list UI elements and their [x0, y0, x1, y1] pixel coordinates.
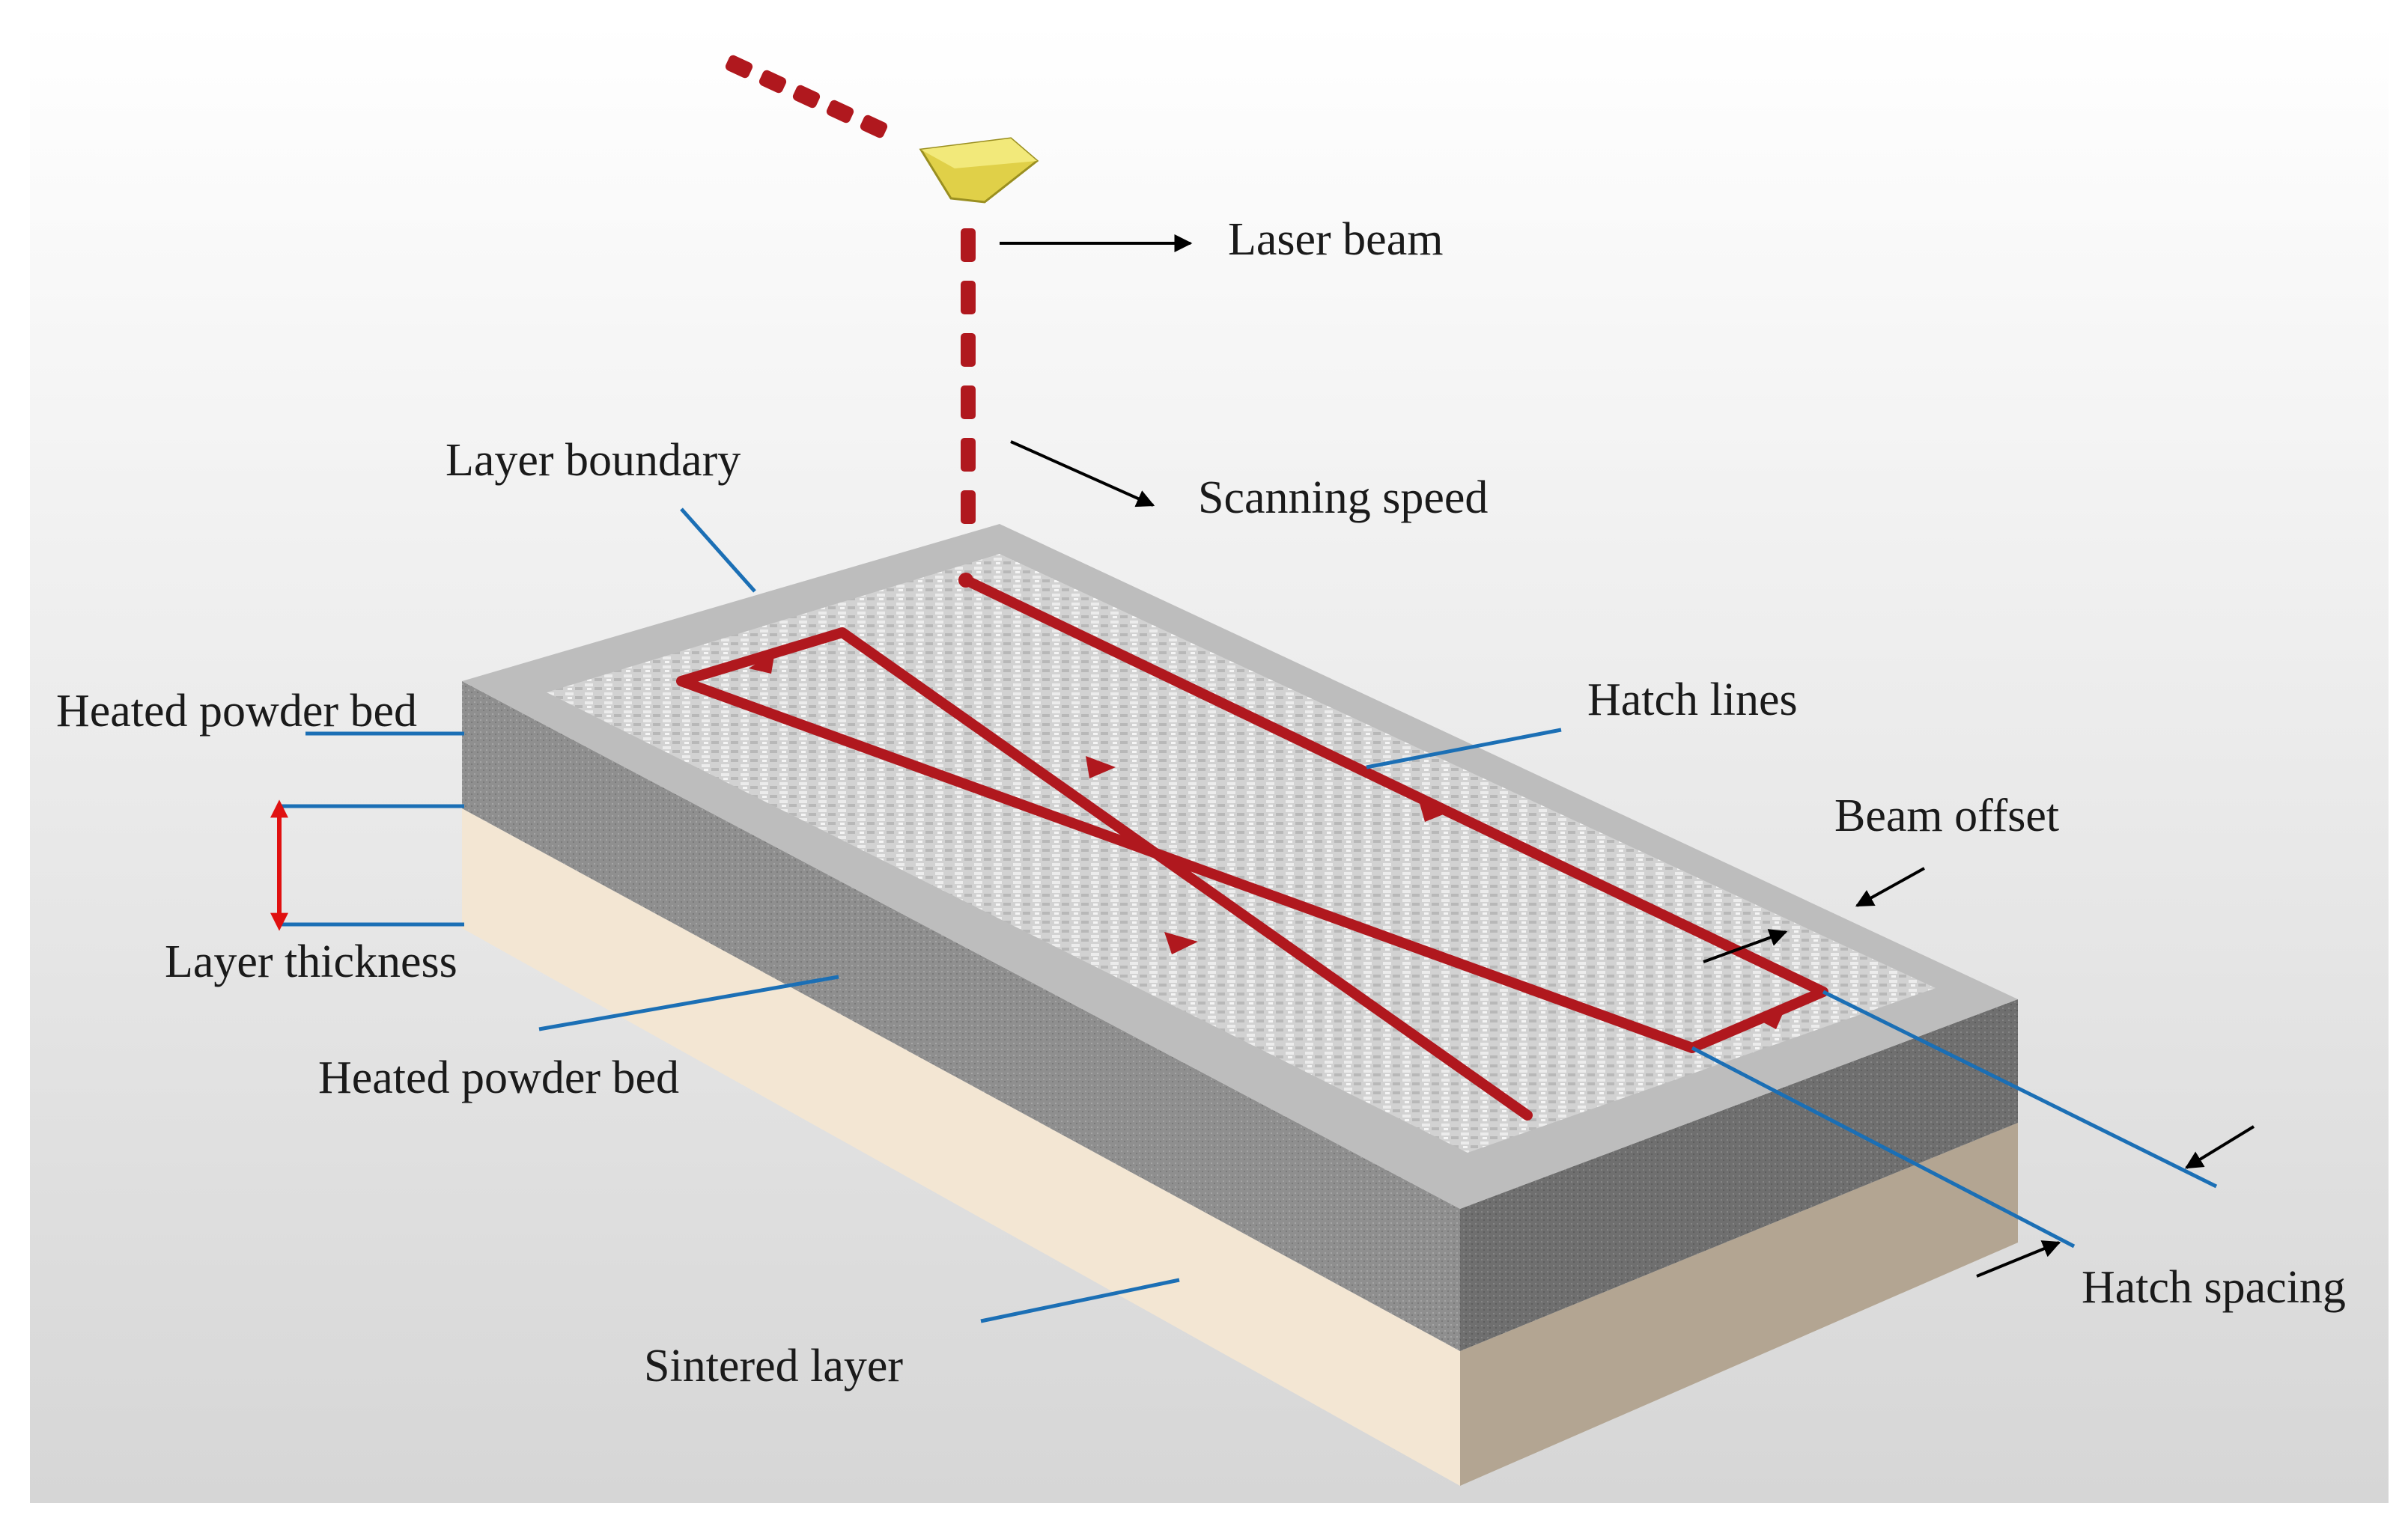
powder-bed-front-face	[462, 681, 1460, 1351]
scanning-speed-arrow	[1010, 440, 1155, 507]
label-hatch-lines: Hatch lines	[1587, 674, 1798, 725]
scan-direction-arrows	[749, 651, 1786, 1029]
sintered-layer-front-face	[462, 808, 1460, 1486]
powder-bed-right-face	[1460, 999, 2018, 1351]
label-scanning-speed: Scanning speed	[1198, 472, 1488, 523]
label-layer-thickness: Layer thickness	[165, 936, 457, 987]
beam-offset-arrow-out	[1855, 867, 1925, 907]
label-hatch-spacing: Hatch spacing	[2082, 1262, 2346, 1313]
hatch-spacing-leader-2	[1691, 1046, 2076, 1249]
label-sintered-layer: Sintered layer	[644, 1341, 903, 1392]
label-beam-offset: Beam offset	[1834, 790, 2059, 841]
label-heated-powder-bed-side: Heated powder bed	[318, 1052, 679, 1103]
label-heated-powder-bed-top: Heated powder bed	[56, 686, 417, 737]
hatch-lines-leader	[1366, 728, 1562, 769]
scan-path	[676, 575, 1828, 1121]
hatch-spacing-leader-1	[1822, 990, 2218, 1189]
layer-boundary-leader	[680, 507, 756, 593]
beam-offset-arrow-in	[1703, 929, 1788, 963]
laser-beam-incoming	[725, 55, 888, 138]
leader-lines	[277, 507, 2218, 1323]
sintered-layer-right-face	[1460, 1123, 2018, 1486]
pointer-arrows	[1000, 234, 2255, 1278]
powder-bed-scan-region	[547, 554, 1936, 1153]
laser-head-icon	[919, 137, 1039, 204]
heated-powder-bed-side-leader	[538, 975, 839, 1031]
label-layer-boundary: Layer boundary	[446, 435, 741, 486]
hatch-spacing-arrow-out	[2184, 1125, 2255, 1169]
laser-beam-dashes	[958, 228, 976, 588]
sintered-layer-leader	[980, 1278, 1180, 1323]
label-laser-beam: Laser beam	[1228, 214, 1443, 265]
hatch-spacing-arrow-in	[1976, 1240, 2061, 1278]
